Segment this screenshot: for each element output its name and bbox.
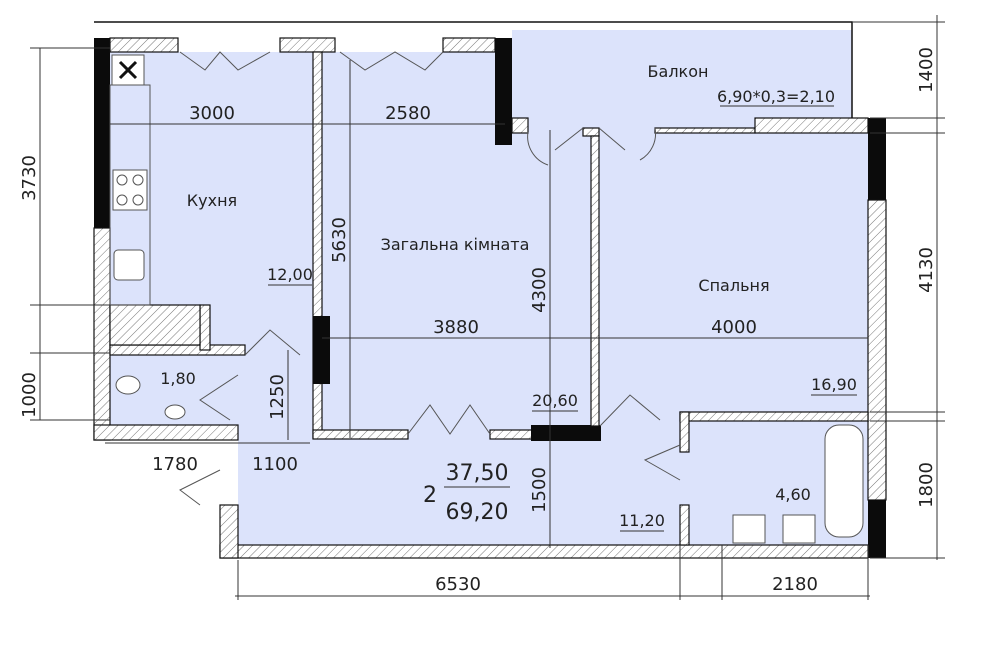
dim-3730: 3730 [19,155,40,201]
dim-living-width: 3880 [433,317,479,338]
hall-area: 11,20 [619,511,665,530]
dim-living-top: 2580 [385,103,431,124]
balcony-label: Балкон [648,62,709,81]
dim-1250: 1250 [267,374,288,420]
dim-1800: 1800 [916,462,937,508]
fixtures [109,54,864,544]
dim-4300: 4300 [529,267,550,313]
dim-kitchen-width: 3000 [189,103,235,124]
kitchen-label: Кухня [187,191,237,210]
bedroom-area: 16,90 [811,375,857,394]
dim-1400: 1400 [916,47,937,93]
dim-1780: 1780 [152,454,198,475]
bathtub-icon [824,424,864,538]
bathroom-sink-icon [782,514,816,544]
dimension-lines [30,15,945,600]
sink-icon [113,249,145,281]
dim-1000: 1000 [19,372,40,418]
dim-5630: 5630 [329,217,350,263]
doors [179,51,681,506]
dim-1500: 1500 [529,467,550,513]
rooms-count: 2 [423,483,437,508]
washbasin-icon [164,404,186,420]
walls [93,37,887,559]
stove-icon [112,169,148,211]
living-room-area: 20,60 [532,391,578,410]
wc-area: 1,80 [160,369,196,388]
bedroom-label: Спальня [698,276,769,295]
dim-4130: 4130 [916,247,937,293]
dim-bedroom-width: 4000 [711,317,757,338]
dim-6530: 6530 [435,574,481,595]
shower-drain-icon [732,514,766,544]
toilet-icon [115,375,141,395]
dim-1100: 1100 [252,454,298,475]
living-area-total: 37,50 [446,461,509,486]
total-area: 69,20 [446,500,509,525]
living-room-label: Загальна кімната [381,235,530,254]
kitchen-area: 12,00 [267,265,313,284]
dim-2180: 2180 [772,574,818,595]
balcony-area: 6,90*0,3=2,10 [717,87,835,106]
bathroom-area: 4,60 [775,485,811,504]
